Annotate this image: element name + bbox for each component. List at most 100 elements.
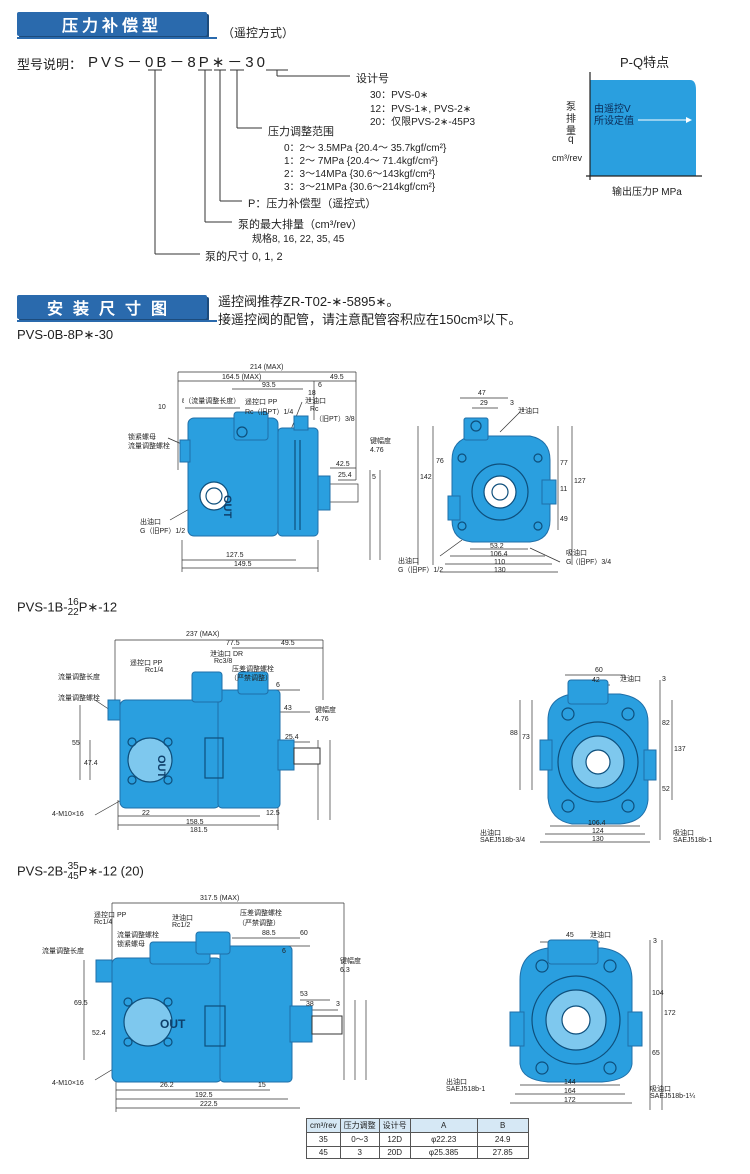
model0-dim-10: 10 (158, 404, 166, 411)
table-header-cell: B (476, 1118, 529, 1133)
model1-dim-12: 12.5 (266, 810, 280, 817)
model0-inlet-label: 吸油口 (566, 550, 587, 557)
model0-dim-49: 49.5 (330, 374, 344, 381)
model2-dim-192: 192.5 (195, 1092, 213, 1099)
model1-dim-181: 181.5 (190, 827, 208, 834)
model1-dim-42: 42 (592, 677, 600, 684)
model0-dim-130: 130 (494, 567, 506, 574)
model2-outlet-spec: SAEJ518b-1 (446, 1086, 486, 1093)
model2-dim-104: 104 (652, 990, 664, 997)
pq-y-unit: cm³/rev (552, 153, 582, 163)
pq-annot-1: 由遥控V (594, 104, 631, 115)
header-underline-2 (17, 320, 217, 322)
model-code: PVS－0B－8P∗－30 (88, 54, 268, 71)
section-header-pressure-compensation: 压力补偿型 (17, 12, 207, 36)
model2-dim-60: 60 (300, 930, 308, 937)
design-no-item-12: 12：PVS-1∗, PVS-2∗ (370, 104, 472, 115)
model0-title: PVS-0B-8P∗-30 (17, 327, 114, 342)
model0-outlet-label: 出油口 (140, 519, 161, 526)
model2-key-width-label: 键幅度 (340, 958, 361, 965)
model1-dim-77: 77.5 (226, 640, 240, 647)
model2-dim-144: 144 (564, 1079, 576, 1086)
model0-drain-right-label: 泄油口 (518, 408, 539, 415)
table-header-cell: 压力调整 (339, 1118, 380, 1133)
table-cell: 0～3 (339, 1132, 380, 1147)
table-row: 35 0～3 12D φ22.23 24.9 (306, 1132, 529, 1147)
model0-outlet-right-label: 出油口 (398, 558, 419, 565)
model1-press-bolt-label: 压差调整螺栓 (232, 666, 274, 673)
pq-x-label: 输出压力P MPa (612, 187, 682, 198)
displacement-specs: 规格8, 16, 22, 35, 45 (252, 234, 345, 245)
model2-dim-88: 88.5 (262, 930, 276, 937)
model1-dim-137: 137 (674, 746, 686, 753)
model2-dim-15: 15 (258, 1082, 266, 1089)
p-type-label: P：压力补偿型（遥控式） (248, 198, 377, 210)
table-header-row: cm³/rev 压力调整 设计号 A B (306, 1118, 529, 1133)
model1-remote-port-spec: Rc1/4 (145, 667, 164, 674)
pressure-range-0: 0：2～ 3.5MPa {20.4～ 35.7kgf/cm²} (284, 143, 447, 154)
model0-drain-spec2: （旧PT）3/8 (315, 416, 355, 423)
model2-remote-port-label: 遥控口 PP (94, 912, 127, 919)
header-underline (17, 37, 217, 39)
model2-dim-317: 317.5 (MAX) (200, 895, 240, 902)
table-header-cell: A (409, 1118, 478, 1133)
model0-dim-127b: 127 (574, 478, 586, 485)
model2-dim-3b: 3 (653, 938, 657, 945)
model1-dim-43: 43 (284, 705, 292, 712)
table-cell: 20D (378, 1146, 411, 1159)
table-cell: φ22.23 (409, 1132, 478, 1147)
model2-dim-26: 26.2 (160, 1082, 174, 1089)
model1-title-num: 16 (67, 597, 79, 608)
model2-title-prefix: PVS-2B- (17, 863, 68, 879)
model2-spec-table: cm³/rev 压力调整 设计号 A B 35 0～3 12D φ22.23 2… (306, 1118, 529, 1159)
model0-dim-49b: 49 (560, 516, 568, 523)
design-no-item-30: 30：PVS-0∗ (370, 90, 429, 101)
section-subtitle: （遥控方式） (222, 26, 295, 40)
model2-dim-6: 6 (282, 948, 286, 955)
model1-title-suffix: P∗-12 (78, 599, 118, 615)
model1-dim-106: 106.4 (588, 820, 606, 827)
model2-lock-nut-label: 锁紧螺母 (117, 941, 145, 948)
model2-outlet-label: 出油口 (446, 1079, 467, 1086)
model0-lock-nut-label: 锁紧螺母 (128, 434, 156, 441)
model1-remote-port-label: 遥控口 PP (130, 660, 163, 667)
model0-dim-5: 5 (372, 474, 376, 481)
model1-dim-22: 22 (142, 810, 150, 817)
model1-flow-bolt-label: 流量调整螺栓 (58, 695, 100, 702)
model1-drain-label: 泄油口 DR (210, 651, 244, 658)
model0-dim-42: 42.5 (336, 461, 350, 468)
model0-flow-len-label: ℓ（流量调整长度） (182, 398, 241, 405)
model2-title-suffix: P∗-12 (20) (78, 863, 144, 879)
model2-bolt-label: 4-M10×16 (52, 1080, 84, 1087)
model0-key-width-label: 键幅度 (370, 438, 391, 445)
pq-annot-2: 所设定值 (594, 116, 634, 127)
design-no-title: 设计号 (356, 73, 389, 85)
model1-dim-130: 130 (592, 836, 604, 843)
displacement-title: 泵的最大排量（cm³/rev） (238, 219, 363, 231)
model2-dim-69: 69.5 (74, 1000, 88, 1007)
model1-bolt-label: 4-M10×16 (52, 811, 84, 818)
model0-dim-110: 110 (494, 559, 506, 566)
model1-dim-6: 6 (276, 682, 280, 689)
model2-press-bolt-label: 压差调整螺栓 (240, 910, 282, 917)
table-cell: 35 (306, 1132, 341, 1147)
piping-volume-note: 接遥控阀的配管，请注意配管容积应在150cm³以下。 (218, 312, 522, 327)
model1-outlet-label: 出油口 (480, 830, 501, 837)
model2-dim-3: 3 (336, 1001, 340, 1008)
model2-drain-right-label: 泄油口 (590, 932, 611, 939)
model1-dim-82: 82 (662, 720, 670, 727)
model0-dim-18: 18 (308, 390, 316, 397)
model2-inlet-spec: SAEJ518b-1¼ (650, 1093, 696, 1100)
model1-dim-49: 49.5 (281, 640, 295, 647)
model1-dim-55: 55 (72, 740, 80, 747)
pq-y-label-4: q (568, 134, 574, 145)
section-header-mounting-dimensions: 安装尺寸图 (17, 295, 207, 319)
model0-dim-47: 47 (478, 390, 486, 397)
model2-remote-port-spec: Rc1/4 (94, 919, 113, 926)
model1-dim-73: 73 (522, 734, 530, 741)
pump-size-label: 泵的尺寸 0, 1, 2 (205, 251, 283, 263)
